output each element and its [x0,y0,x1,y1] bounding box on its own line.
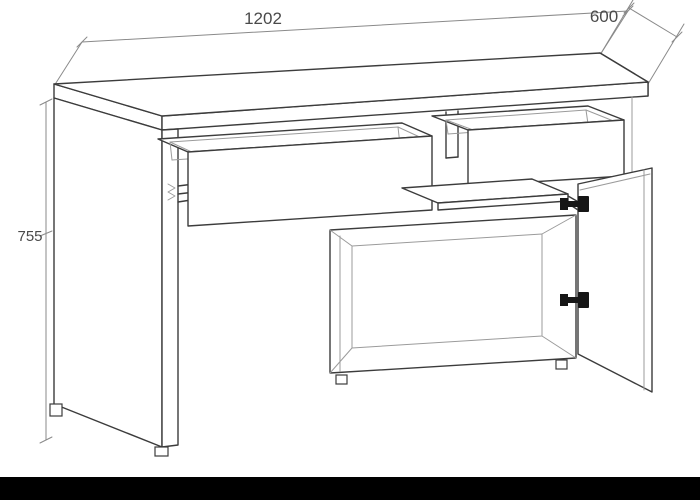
width-dimension-label: 1202 [244,9,282,28]
door-hinge-top [560,196,589,212]
left-side-panel [53,97,179,448]
cabinet [329,214,577,374]
left-panel-foot-front [154,446,169,457]
cabinet-foot-left [335,374,348,385]
cabinet-foot-right [555,359,568,370]
height-dimension [39,98,53,444]
left-panel-foot-back [49,403,63,417]
desk-technical-drawing: 1202 600 755 [17,0,685,457]
cabinet-door [577,167,653,393]
depth-dimension-label: 600 [590,7,618,26]
right-drawer [431,105,625,187]
footer-bar [0,477,700,500]
desk-top [53,52,649,131]
door-hinge-bottom [560,292,589,308]
depth-dimension [599,0,685,85]
height-dimension-label: 755 [17,228,42,245]
left-drawer [157,122,433,227]
